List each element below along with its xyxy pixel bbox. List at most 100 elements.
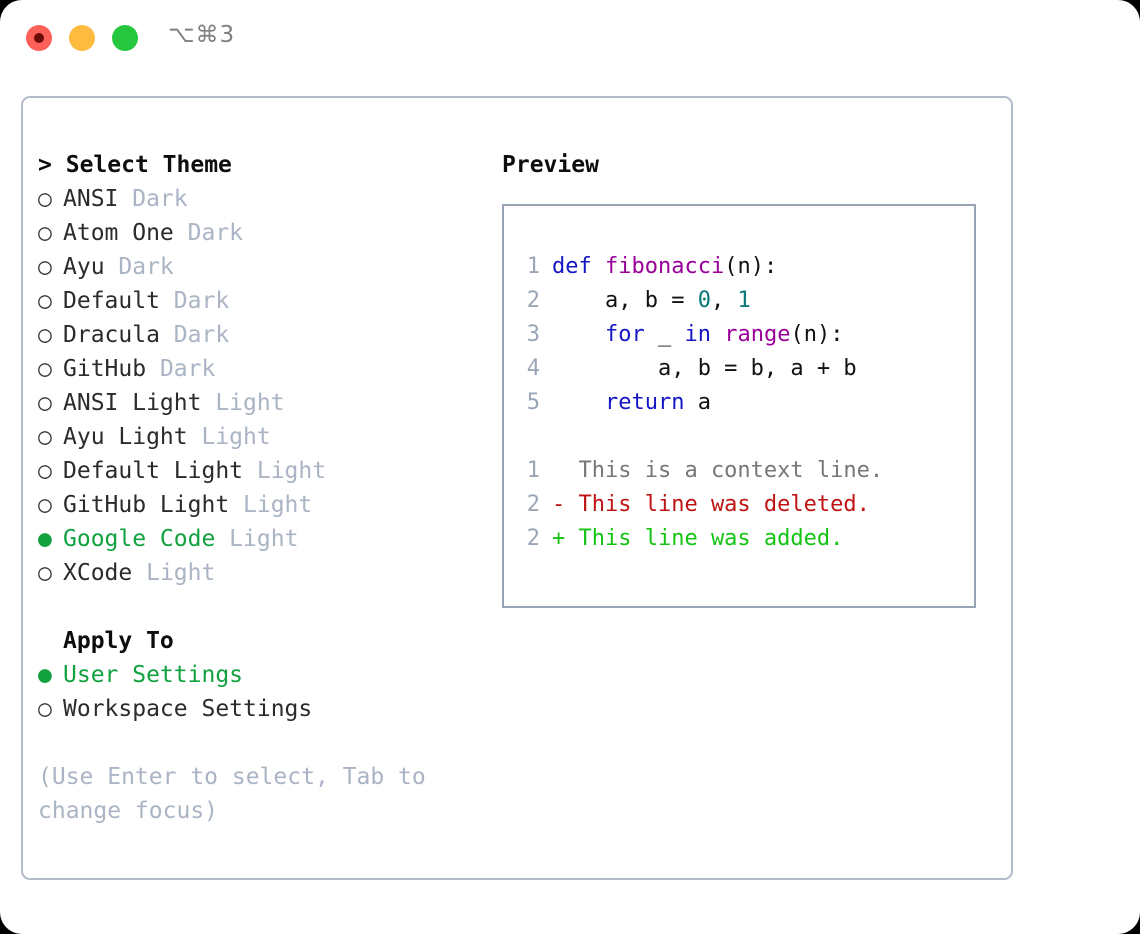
code-line: 2 a, b = 0, 1: [516, 284, 974, 318]
apply-to-options-list: ● User Settings ○Workspace Settings: [38, 658, 498, 726]
theme-option-xcode[interactable]: ○XCode Light: [38, 556, 498, 590]
apply-to-option-workspace-settings[interactable]: ○Workspace Settings: [38, 692, 498, 726]
radio-selected-icon: ●: [38, 662, 52, 688]
theme-option-label: Ayu: [63, 254, 105, 280]
select-theme-header: > Select Theme: [38, 148, 498, 182]
code-line: 5 return a: [516, 386, 974, 420]
close-button[interactable]: [26, 25, 52, 51]
code-token: a, b = b, a + b: [552, 356, 857, 381]
radio-unselected-icon: ○: [38, 390, 52, 416]
theme-option-label: Dracula: [63, 322, 160, 348]
line-number: 2: [526, 526, 540, 551]
theme-option-kind: Dark: [173, 220, 244, 246]
radio-unselected-icon: ○: [38, 560, 52, 586]
diff-text: + This line was added.: [552, 526, 844, 551]
theme-option-kind: Dark: [159, 288, 230, 314]
theme-option-github-light[interactable]: ○ GitHub Light Light: [38, 488, 498, 522]
code-token: 1: [737, 288, 751, 313]
line-number: 1: [526, 254, 540, 279]
theme-option-ayu-light[interactable]: ○ Ayu Light Light: [38, 420, 498, 454]
theme-options-list: ○ANSI Dark○Atom One Dark○Ayu Dark○Defaul…: [38, 182, 498, 590]
code-token: for: [604, 322, 645, 347]
theme-option-kind: Dark: [104, 254, 174, 280]
radio-unselected-icon: ○: [38, 492, 52, 518]
apply-to-option-label: User Settings: [63, 662, 244, 688]
title-bar: ⌥⌘3: [0, 0, 1140, 78]
diff-sample: 1 This is a context line.2- This line wa…: [516, 454, 974, 556]
spacer: [516, 420, 974, 454]
theme-option-label: Atom One: [63, 220, 174, 246]
code-token: a: [684, 390, 711, 415]
theme-option-label: ANSI Light: [63, 390, 202, 416]
diff-line: 2 + This line was added.: [516, 522, 974, 556]
line-number: 2: [526, 288, 540, 313]
theme-option-kind: Light: [229, 492, 313, 518]
radio-unselected-icon: ○: [38, 458, 52, 484]
theme-option-default[interactable]: ○ Default Dark: [38, 284, 498, 318]
theme-option-kind: Light: [187, 424, 271, 450]
preview-title: Preview: [502, 152, 599, 178]
theme-list-column: > Select Theme ○ANSI Dark○Atom One Dark○…: [38, 148, 498, 828]
theme-option-label: Default Light: [63, 458, 244, 484]
radio-unselected-icon: ○: [38, 288, 52, 314]
code-token: def: [552, 254, 592, 279]
keyboard-shortcut-label: ⌥⌘3: [168, 22, 236, 48]
line-number: 1: [526, 458, 540, 483]
theme-option-label: Google Code: [63, 526, 216, 552]
theme-option-label: GitHub: [63, 356, 147, 382]
code-token: [552, 322, 605, 347]
theme-option-kind: Dark: [146, 356, 216, 382]
radio-unselected-icon: ○: [38, 322, 52, 348]
line-number: 5: [526, 390, 540, 415]
theme-option-google-code[interactable]: ● Google Code Light: [38, 522, 498, 556]
theme-option-label: ANSI: [63, 186, 119, 212]
theme-picker-panel: > Select Theme ○ANSI Dark○Atom One Dark○…: [21, 96, 1013, 880]
code-token: [552, 390, 605, 415]
theme-option-github[interactable]: ○GitHub Dark: [38, 352, 498, 386]
line-number: 3: [526, 322, 540, 347]
theme-option-kind: Light: [215, 526, 299, 552]
diff-line: 1 This is a context line.: [516, 454, 974, 488]
theme-option-default-light[interactable]: ○ Default Light Light: [38, 454, 498, 488]
radio-unselected-icon: ○: [38, 186, 52, 212]
theme-option-kind: Light: [243, 458, 327, 484]
theme-option-kind: Light: [201, 390, 285, 416]
apply-to-option-label: Workspace Settings: [63, 696, 313, 722]
code-token: return: [604, 390, 685, 415]
code-token: (n):: [724, 254, 778, 279]
code-line: 3 for _ in range(n):: [516, 318, 974, 352]
theme-option-atom-one[interactable]: ○ Atom One Dark: [38, 216, 498, 250]
code-line: 4 a, b = b, a + b: [516, 352, 974, 386]
code-line: 1 def fibonacci(n):: [516, 250, 974, 284]
apply-to-option-user-settings[interactable]: ● User Settings: [38, 658, 498, 692]
apply-to-header: Apply To: [63, 628, 174, 654]
theme-option-ayu[interactable]: ○Ayu Dark: [38, 250, 498, 284]
caret-icon: >: [38, 152, 52, 178]
maximize-button[interactable]: [112, 25, 138, 51]
keyboard-hint: (Use Enter to select, Tab to change focu…: [38, 764, 426, 824]
theme-option-dracula[interactable]: ○ Dracula Dark: [38, 318, 498, 352]
theme-option-label: XCode: [63, 560, 133, 586]
code-token: in: [684, 322, 711, 347]
code-token: (n):: [790, 322, 844, 347]
line-number: 4: [526, 356, 540, 381]
minimize-button[interactable]: [69, 25, 95, 51]
code-token: fibonacci: [605, 254, 725, 279]
theme-option-ansi[interactable]: ○ANSI Dark: [38, 182, 498, 216]
code-token: [711, 322, 724, 347]
code-token: _: [644, 322, 685, 347]
theme-option-label: Default: [63, 288, 160, 314]
radio-selected-icon: ●: [38, 526, 52, 552]
theme-option-kind: Dark: [159, 322, 230, 348]
theme-option-ansi-light[interactable]: ○ ANSI Light Light: [38, 386, 498, 420]
diff-text: This is a context line.: [552, 458, 884, 483]
code-token: 0: [697, 288, 711, 313]
code-token: range: [724, 322, 791, 347]
radio-unselected-icon: ○: [38, 424, 52, 450]
radio-unselected-icon: ○: [38, 220, 52, 246]
theme-option-label: Ayu Light: [63, 424, 188, 450]
theme-option-label: GitHub Light: [63, 492, 230, 518]
